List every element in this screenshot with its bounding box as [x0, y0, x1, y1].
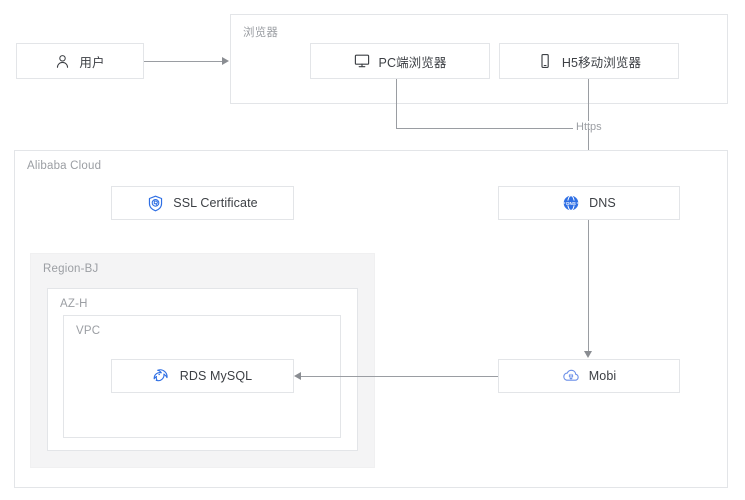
cloud-icon: [562, 367, 580, 385]
edge-user-to-browser: [144, 61, 222, 62]
node-ssl-certificate-label: SSL Certificate: [173, 196, 258, 210]
node-dns[interactable]: DNS DNS: [498, 186, 680, 220]
node-dns-label: DNS: [589, 196, 616, 210]
svg-text:DNS: DNS: [566, 201, 576, 206]
ssl-shield-icon: [147, 195, 164, 212]
node-rds-mysql-label: RDS MySQL: [179, 369, 253, 383]
edge-mobi-to-rds: [301, 376, 498, 377]
edge-h5-vertical: [588, 79, 589, 128]
node-mobi-label: Mobi: [588, 369, 617, 383]
edge-mobi-to-rds-arrowhead: [294, 371, 301, 380]
edge-user-to-browser-arrowhead: [222, 56, 229, 65]
group-region-bj-label: Region-BJ: [43, 263, 99, 275]
edge-label-https: Https: [573, 121, 605, 133]
edge-dns-to-mobi: [588, 220, 589, 351]
node-h5-browser-label: H5移动浏览器: [561, 55, 642, 70]
user-icon: [55, 54, 70, 69]
edge-dns-to-mobi-arrowhead: [583, 351, 592, 358]
mysql-dolphin-icon: [153, 367, 171, 385]
group-alibaba-cloud-label: Alibaba Cloud: [27, 160, 102, 172]
group-vpc-label: VPC: [76, 325, 101, 337]
node-pc-browser[interactable]: PC端浏览器: [310, 43, 490, 79]
group-browser-label: 浏览器: [243, 27, 279, 39]
node-mobi[interactable]: Mobi: [498, 359, 680, 393]
desktop-monitor-icon: [354, 53, 370, 69]
node-pc-browser-label: PC端浏览器: [378, 55, 447, 70]
node-h5-browser[interactable]: H5移动浏览器: [499, 43, 679, 79]
node-rds-mysql[interactable]: RDS MySQL: [111, 359, 294, 393]
node-user[interactable]: 用户: [16, 43, 144, 79]
dns-globe-icon: DNS: [562, 194, 580, 212]
group-az-h-label: AZ-H: [60, 298, 88, 310]
node-user-label: 用户: [79, 55, 105, 70]
edge-pc-vertical: [396, 79, 397, 129]
mobile-phone-icon: [537, 53, 553, 69]
edge-pc-horizontal: [396, 128, 588, 129]
node-ssl-certificate[interactable]: SSL Certificate: [111, 186, 294, 220]
